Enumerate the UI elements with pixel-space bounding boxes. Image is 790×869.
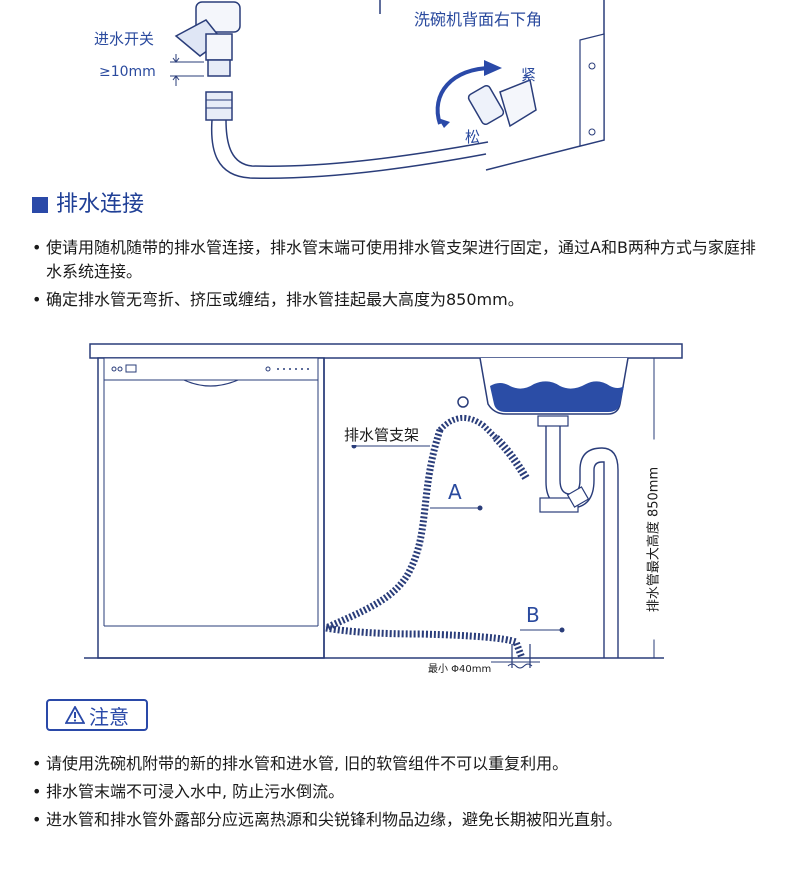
drain-diagram: [84, 343, 683, 669]
label-b: B: [526, 603, 540, 627]
gap-label: ≥10mm: [99, 64, 156, 80]
tighten-label: 紧: [521, 66, 537, 84]
back-label: 洗碗机背面右下角: [414, 10, 543, 29]
list-item: •请使用洗碗机附带的新的排水管和进水管, 旧的软管组件不可以重复利用。: [32, 754, 569, 773]
inlet-valve-icon: [174, 1, 241, 77]
max-height-label: 排水管最大高度 850mm: [642, 439, 662, 640]
outlet-fitting-icon: [467, 78, 537, 128]
min-diameter-label: 最小 Φ40mm: [428, 660, 492, 675]
list-item: •进水管和排水管外露部分应远离热源和尖锐锋利物品边缘，避免长期被阳光直射。: [32, 810, 623, 829]
section-square-icon: [32, 197, 48, 213]
drain-bullets: •使请用随机随带的排水管连接，排水管末端可使用排水管支架进行固定，通过A和B两种…: [32, 236, 762, 312]
drain-section-title: 排水连接: [32, 191, 144, 219]
list-item: •使请用随机随带的排水管连接，排水管末端可使用排水管支架进行固定，通过A和B两种…: [32, 238, 756, 281]
notice-title: 注意: [46, 699, 148, 731]
list-item: •确定排水管无弯折、挤压或缠结，排水管挂起最大高度为850mm。: [32, 290, 524, 309]
notice-bullets: •请使用洗碗机附带的新的排水管和进水管, 旧的软管组件不可以重复利用。 •排水管…: [32, 752, 762, 832]
notice-title-text: 注意: [89, 704, 129, 729]
inlet-switch-label: 进水开关: [94, 30, 155, 48]
inlet-connection-illustration: [170, 0, 605, 179]
label-a: A: [448, 480, 462, 504]
sink-water: [490, 381, 624, 412]
drain-section-title-text: 排水连接: [56, 192, 145, 217]
loosen-label: 松: [465, 128, 481, 146]
list-item: •排水管末端不可浸入水中, 防止污水倒流。: [32, 782, 345, 801]
warning-triangle-icon: [65, 706, 85, 724]
bracket-label: 排水管支架: [344, 424, 420, 445]
